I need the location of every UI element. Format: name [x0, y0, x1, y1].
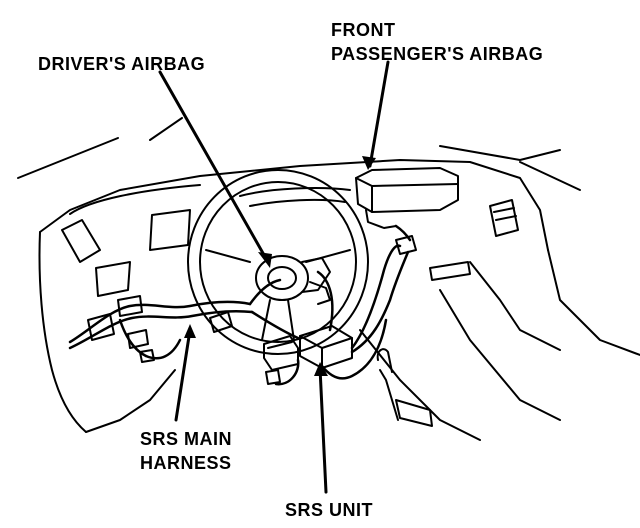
srs-main-harness-label-line1: SRS MAIN: [140, 429, 233, 449]
drivers-airbag-label: DRIVER'S AIRBAG: [38, 54, 206, 74]
srs-main-harness: [68, 224, 412, 386]
passenger-airbag-module: [355, 167, 459, 229]
dashboard-outline: [38, 159, 640, 441]
srs-unit-label: SRS UNIT: [285, 500, 374, 520]
windshield-outline: [17, 117, 581, 191]
leader-lines: [158, 60, 390, 494]
srs-main-harness-label-line2: HARNESS: [140, 453, 232, 473]
harness-connectors: [87, 235, 417, 385]
arrowheads: [184, 156, 376, 376]
front-passenger-airbag-label-line2: PASSENGER'S AIRBAG: [331, 44, 544, 64]
driver-airbag-module: [255, 255, 331, 305]
front-passenger-airbag-label-line1: FRONT: [331, 20, 396, 40]
